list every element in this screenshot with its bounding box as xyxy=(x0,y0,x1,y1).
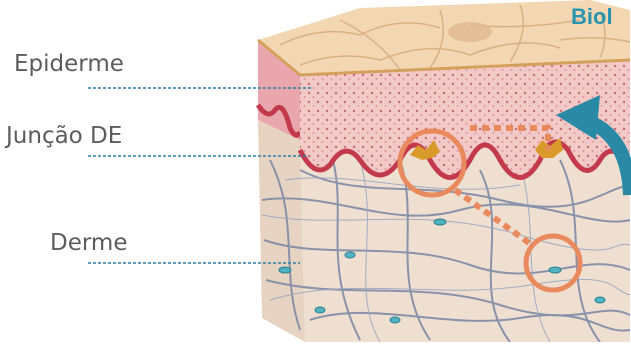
label-junction: Junção DE xyxy=(6,125,122,148)
label-epidermis: Epiderme xyxy=(14,53,124,76)
dermis-left-face xyxy=(258,120,305,342)
label-dermis: Derme xyxy=(50,232,127,255)
page-title: Biol xyxy=(571,4,613,30)
